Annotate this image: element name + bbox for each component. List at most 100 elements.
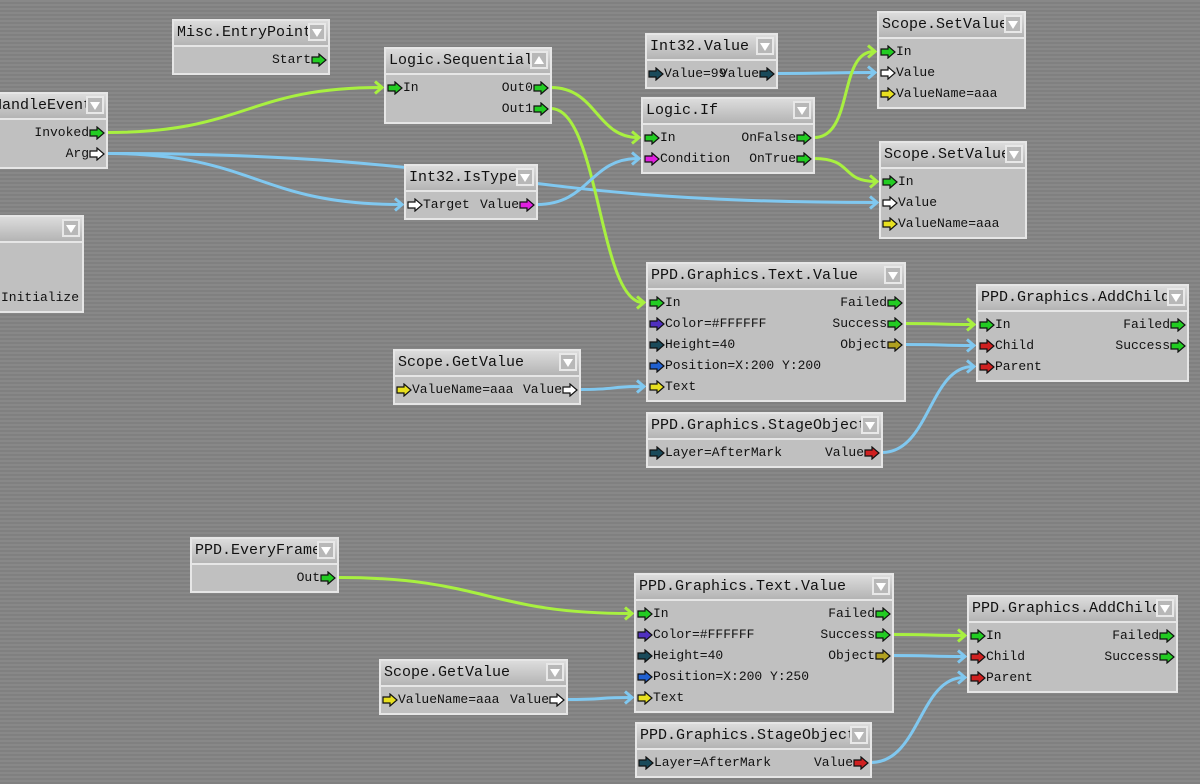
collapse-down-icon[interactable] <box>546 663 564 681</box>
port-arrow-icon[interactable] <box>638 755 654 770</box>
connection-wire[interactable] <box>776 71 875 75</box>
connection-wire[interactable] <box>892 654 965 658</box>
node-title[interactable]: PPD.Graphics.Text.Value <box>636 575 892 601</box>
collapse-down-icon[interactable] <box>62 219 80 237</box>
port-arrow-icon[interactable] <box>649 379 665 394</box>
port-arrow-icon[interactable] <box>880 86 896 101</box>
node-title[interactable]: HandleEvent <box>0 94 106 120</box>
output-port[interactable]: Out0 <box>502 77 549 98</box>
port-arrow-icon[interactable] <box>882 216 898 231</box>
port-arrow-icon[interactable] <box>387 80 403 95</box>
port-arrow-icon[interactable] <box>637 606 653 621</box>
collapse-down-icon[interactable] <box>884 266 902 284</box>
port-arrow-icon[interactable] <box>1170 317 1186 332</box>
input-port[interactable]: Target <box>407 194 470 215</box>
port-arrow-icon[interactable] <box>89 125 105 140</box>
port-arrow-icon[interactable] <box>970 649 986 664</box>
output-port[interactable]: Value <box>480 194 535 215</box>
node-initialize[interactable]: Initialize <box>0 215 84 313</box>
node-title[interactable]: Logic.If <box>643 99 813 125</box>
input-port[interactable]: Layer=AfterMark <box>638 752 771 773</box>
port-arrow-icon[interactable] <box>875 648 891 663</box>
node-title[interactable]: Logic.Sequential <box>386 49 550 75</box>
node-title[interactable] <box>0 217 82 243</box>
port-arrow-icon[interactable] <box>649 337 665 352</box>
output-port[interactable]: Invoked <box>34 122 105 143</box>
port-arrow-icon[interactable] <box>320 570 336 585</box>
output-port[interactable]: Success <box>820 624 891 645</box>
collapse-down-icon[interactable] <box>861 416 879 434</box>
output-port[interactable]: Value <box>510 689 565 710</box>
connection-wire[interactable] <box>536 157 639 206</box>
port-arrow-icon[interactable] <box>648 66 664 81</box>
output-port[interactable]: Value <box>720 63 775 84</box>
output-port[interactable]: Out1 <box>502 98 549 119</box>
input-port[interactable]: ValueName=aaa <box>382 689 499 710</box>
input-port[interactable]: Condition <box>644 148 730 169</box>
input-port[interactable]: ValueName=aaa <box>882 213 999 234</box>
connection-wire[interactable] <box>892 633 965 637</box>
port-arrow-icon[interactable] <box>533 80 549 95</box>
connection-wire[interactable] <box>813 50 875 139</box>
input-port[interactable]: In <box>387 77 419 98</box>
input-port[interactable]: In <box>649 292 681 313</box>
connection-wire[interactable] <box>579 385 644 391</box>
input-port[interactable]: In <box>979 314 1011 335</box>
node-title[interactable]: Scope.GetValue <box>395 351 579 377</box>
port-arrow-icon[interactable] <box>382 692 398 707</box>
port-arrow-icon[interactable] <box>1159 649 1175 664</box>
collapse-down-icon[interactable] <box>86 96 104 114</box>
port-arrow-icon[interactable] <box>562 382 578 397</box>
connection-wire[interactable] <box>550 107 644 304</box>
output-port[interactable]: Failed <box>1112 625 1175 646</box>
port-arrow-icon[interactable] <box>796 151 812 166</box>
port-arrow-icon[interactable] <box>89 146 105 161</box>
node-title[interactable]: PPD.EveryFrame <box>192 539 337 565</box>
output-port[interactable]: Success <box>1104 646 1175 667</box>
input-port[interactable]: Position=X:200 Y:250 <box>637 666 809 687</box>
port-arrow-icon[interactable] <box>649 295 665 310</box>
output-port[interactable]: Value <box>523 379 578 400</box>
input-port[interactable]: In <box>882 171 914 192</box>
port-arrow-icon[interactable] <box>519 197 535 212</box>
output-port[interactable]: Value <box>814 752 869 773</box>
node-title[interactable]: Scope.SetValue <box>881 143 1025 169</box>
port-arrow-icon[interactable] <box>882 174 898 189</box>
port-arrow-icon[interactable] <box>875 606 891 621</box>
port-arrow-icon[interactable] <box>979 359 995 374</box>
input-port[interactable]: In <box>644 127 676 148</box>
port-arrow-icon[interactable] <box>887 295 903 310</box>
node-title[interactable]: Int32.Value <box>647 35 776 61</box>
port-arrow-icon[interactable] <box>1159 628 1175 643</box>
port-arrow-icon[interactable] <box>637 690 653 705</box>
node-title[interactable]: PPD.Graphics.AddChild <box>969 597 1176 623</box>
input-port[interactable]: Value=99 <box>648 63 726 84</box>
port-arrow-icon[interactable] <box>979 338 995 353</box>
input-port[interactable]: Text <box>637 687 684 708</box>
connection-wire[interactable] <box>566 696 632 701</box>
port-arrow-icon[interactable] <box>970 670 986 685</box>
input-port[interactable]: Parent <box>970 667 1033 688</box>
input-port[interactable]: Value <box>882 192 937 213</box>
collapse-down-icon[interactable] <box>1156 599 1174 617</box>
input-port[interactable]: Initialize <box>1 287 79 308</box>
output-port[interactable]: Start <box>272 49 327 70</box>
connection-wire[interactable] <box>106 152 402 206</box>
input-port[interactable]: Parent <box>979 356 1042 377</box>
collapse-down-icon[interactable] <box>756 37 774 55</box>
input-port[interactable]: Child <box>970 646 1025 667</box>
collapse-down-icon[interactable] <box>317 541 335 559</box>
output-port[interactable]: Success <box>832 313 903 334</box>
